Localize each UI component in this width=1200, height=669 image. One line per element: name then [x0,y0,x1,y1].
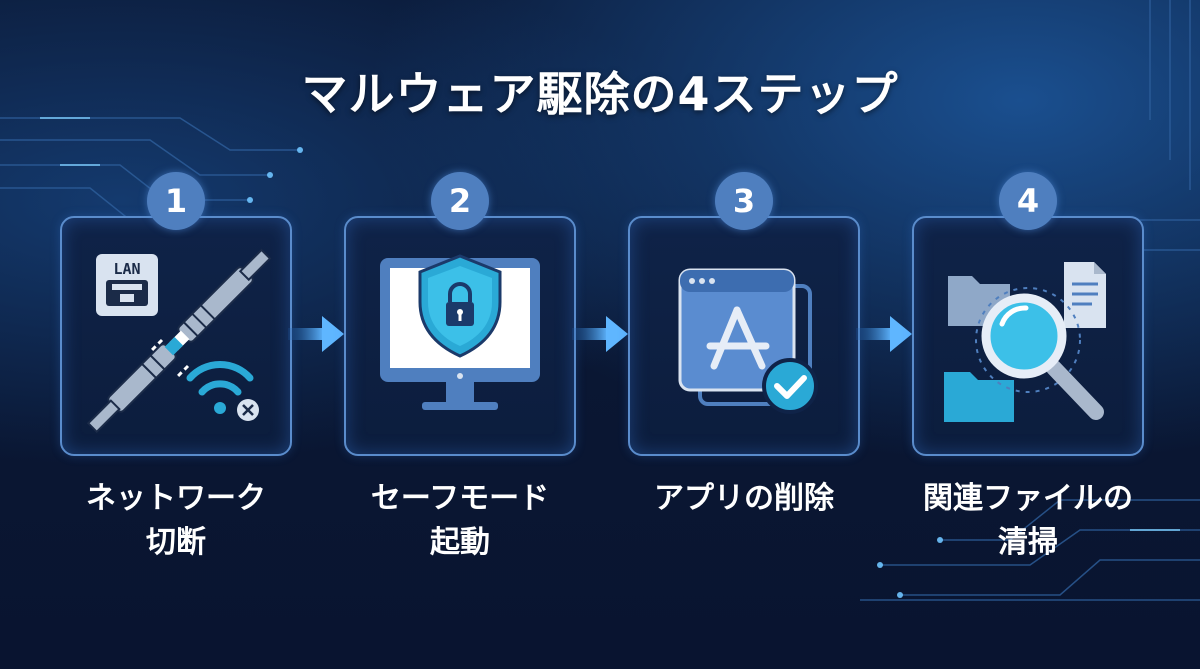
step-number-badge: 1 [147,172,205,230]
arrow-right-icon [572,316,628,352]
step-number-badge: 2 [431,172,489,230]
step-label: 関連ファイルの清掃 [923,481,1133,560]
step-number-badge: 4 [999,172,1057,230]
file-scan-icon [944,262,1106,422]
step-4: 4 関連ファイルの清掃 [912,172,1144,582]
lan-label: LAN [113,260,140,278]
step-card [912,216,1144,456]
network-disconnect-icon: LAN [86,248,272,434]
safe-mode-shield-icon [380,254,540,410]
step-label: アプリの削除 [654,481,834,516]
step-label: セーフモード起動 [370,481,550,560]
step-number-badge: 3 [715,172,773,230]
arrow-right-icon [288,316,344,352]
step-3: 3 アプリの削除 [628,172,860,582]
step-card: LAN [60,216,292,456]
page-title: マルウェア駆除の4ステップ [301,67,899,121]
step-label: ネットワーク切断 [86,481,266,560]
step-1: 1 LAN [60,172,292,582]
step-2: 2 セーフモード起動 [344,172,576,582]
step-card [628,216,860,456]
arrow-right-icon [856,316,912,352]
step-card [344,216,576,456]
app-delete-icon [678,268,818,414]
